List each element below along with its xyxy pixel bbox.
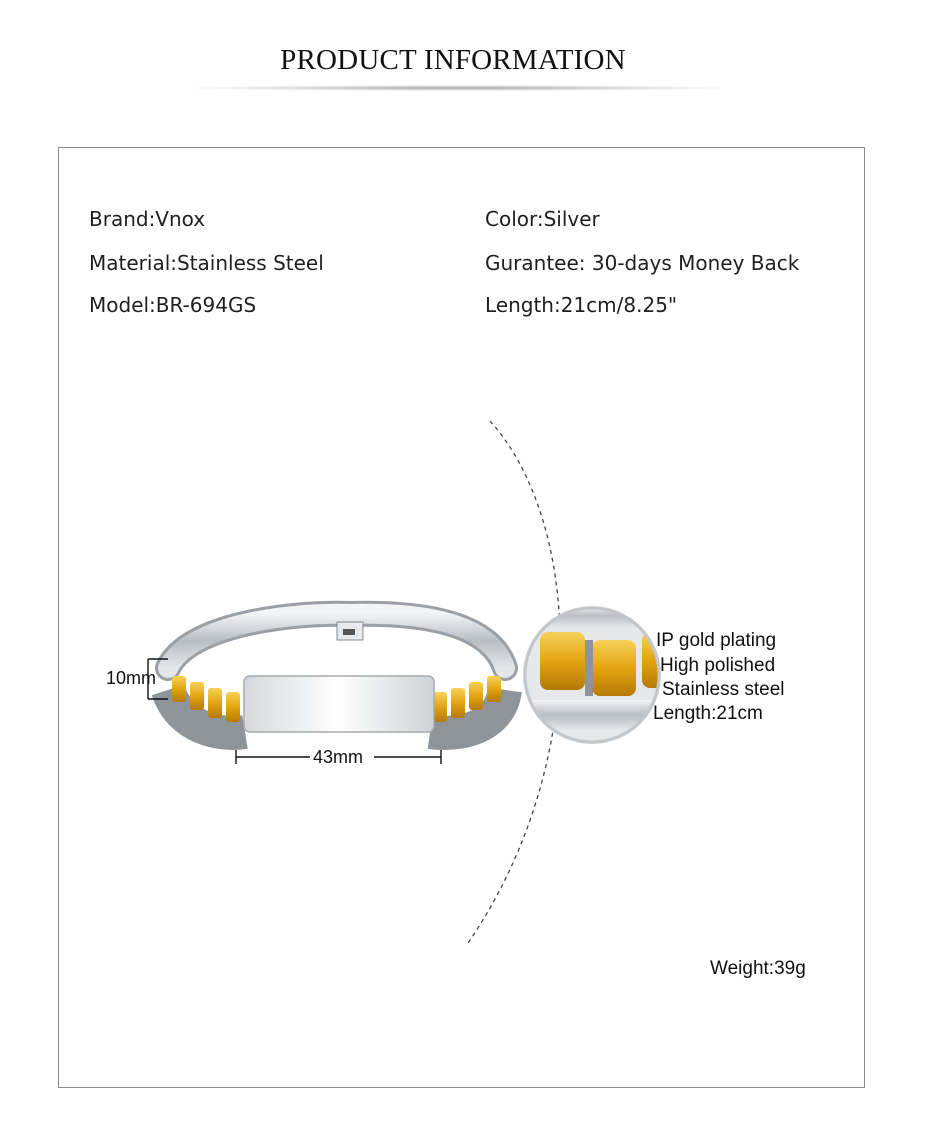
- callout-length: Length:21cm: [653, 703, 763, 724]
- width-dimension-marker: [235, 750, 442, 764]
- page-title: PRODUCT INFORMATION: [280, 44, 626, 76]
- spec-color: Color:Silver: [485, 207, 600, 231]
- bracelet-back-band: [155, 600, 518, 681]
- spec-brand: Brand:Vnox: [89, 207, 206, 231]
- dashed-arc: [465, 420, 561, 947]
- id-plate: [243, 675, 435, 733]
- callout-material: Stainless steel: [662, 679, 785, 700]
- weight-label: Weight:39g: [710, 958, 806, 979]
- bracelet-front-band: [151, 676, 522, 750]
- callout-plating: IP gold plating: [656, 630, 777, 651]
- height-dimension-label: 10mm: [106, 668, 157, 688]
- width-dimension-label: 43mm: [313, 747, 364, 767]
- spec-model: Model:BR-694GS: [89, 293, 257, 317]
- callout-finish: High polished: [660, 655, 776, 676]
- spec-material: Material:Stainless Steel: [89, 251, 324, 275]
- spec-length: Length:21cm/8.25": [485, 293, 678, 317]
- spec-guarantee: Gurantee: 30-days Money Back: [485, 251, 800, 275]
- title-underline-shadow: [196, 85, 722, 91]
- product-info-panel: [58, 147, 865, 1088]
- height-dimension-marker: [147, 658, 168, 700]
- zoom-detail-circle: [523, 606, 661, 744]
